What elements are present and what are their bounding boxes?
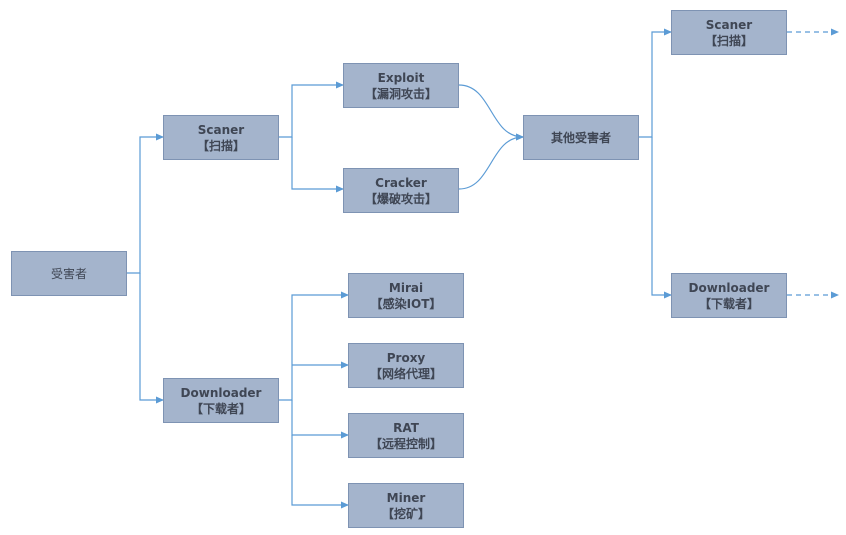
node-miner-title: Miner	[386, 490, 426, 505]
node-miner-subtitle: 【挖矿】	[381, 506, 430, 521]
connector-scanner-to-cracker	[291, 137, 344, 193]
node-cracker-subtitle: 【爆破攻击】	[364, 191, 437, 206]
connector-other-to-scanner2	[639, 28, 672, 138]
node-proxy-title: Proxy	[386, 350, 426, 365]
connector-downloader-to-mirai	[279, 291, 349, 401]
node-other-victims-label: 其他受害者	[550, 130, 611, 145]
node-proxy: Proxy 【网络代理】	[348, 343, 464, 388]
connector-exploit-to-other-victims	[458, 84, 524, 141]
node-scanner-title: Scaner	[197, 122, 245, 137]
node-rat-title: RAT	[393, 420, 419, 435]
node-mirai-subtitle: 【感染IOT】	[370, 296, 442, 311]
node-mirai: Mirai 【感染IOT】	[348, 273, 464, 318]
node-rat: RAT 【远程控制】	[348, 413, 464, 458]
node-scanner-2-subtitle: 【扫描】	[704, 33, 753, 48]
node-exploit: Exploit 【漏洞攻击】	[343, 63, 459, 108]
connector-victim-to-downloader	[139, 273, 164, 404]
connector-downloader-to-rat	[291, 400, 349, 439]
node-scanner-2: Scaner 【扫描】	[671, 10, 787, 55]
connector-cracker-to-other-victims	[458, 133, 524, 190]
node-downloader-subtitle: 【下载者】	[190, 401, 251, 416]
node-scanner-2-title: Scaner	[705, 17, 753, 32]
node-downloader-2-subtitle: 【下载者】	[698, 296, 759, 311]
connector-scanner-to-exploit	[279, 81, 344, 138]
node-downloader-2: Downloader 【下载者】	[671, 273, 787, 318]
node-scanner: Scaner 【扫描】	[163, 115, 279, 160]
node-miner: Miner 【挖矿】	[348, 483, 464, 528]
node-downloader: Downloader 【下载者】	[163, 378, 279, 423]
connector-other-to-downloader2	[651, 137, 672, 299]
node-proxy-subtitle: 【网络代理】	[369, 366, 442, 381]
connector-victim-to-scanner	[127, 133, 164, 274]
node-downloader-title: Downloader	[180, 385, 262, 400]
node-cracker: Cracker 【爆破攻击】	[343, 168, 459, 213]
node-mirai-title: Mirai	[388, 280, 424, 295]
node-exploit-title: Exploit	[377, 70, 425, 85]
node-exploit-subtitle: 【漏洞攻击】	[364, 86, 437, 101]
node-victim: 受害者	[11, 251, 127, 296]
node-scanner-subtitle: 【扫描】	[196, 138, 245, 153]
node-victim-label: 受害者	[50, 266, 87, 281]
node-rat-subtitle: 【远程控制】	[369, 436, 442, 451]
node-other-victims: 其他受害者	[523, 115, 639, 160]
node-cracker-title: Cracker	[375, 175, 427, 190]
node-downloader-2-title: Downloader	[688, 280, 770, 295]
connector-downloader-to-miner	[291, 435, 349, 509]
